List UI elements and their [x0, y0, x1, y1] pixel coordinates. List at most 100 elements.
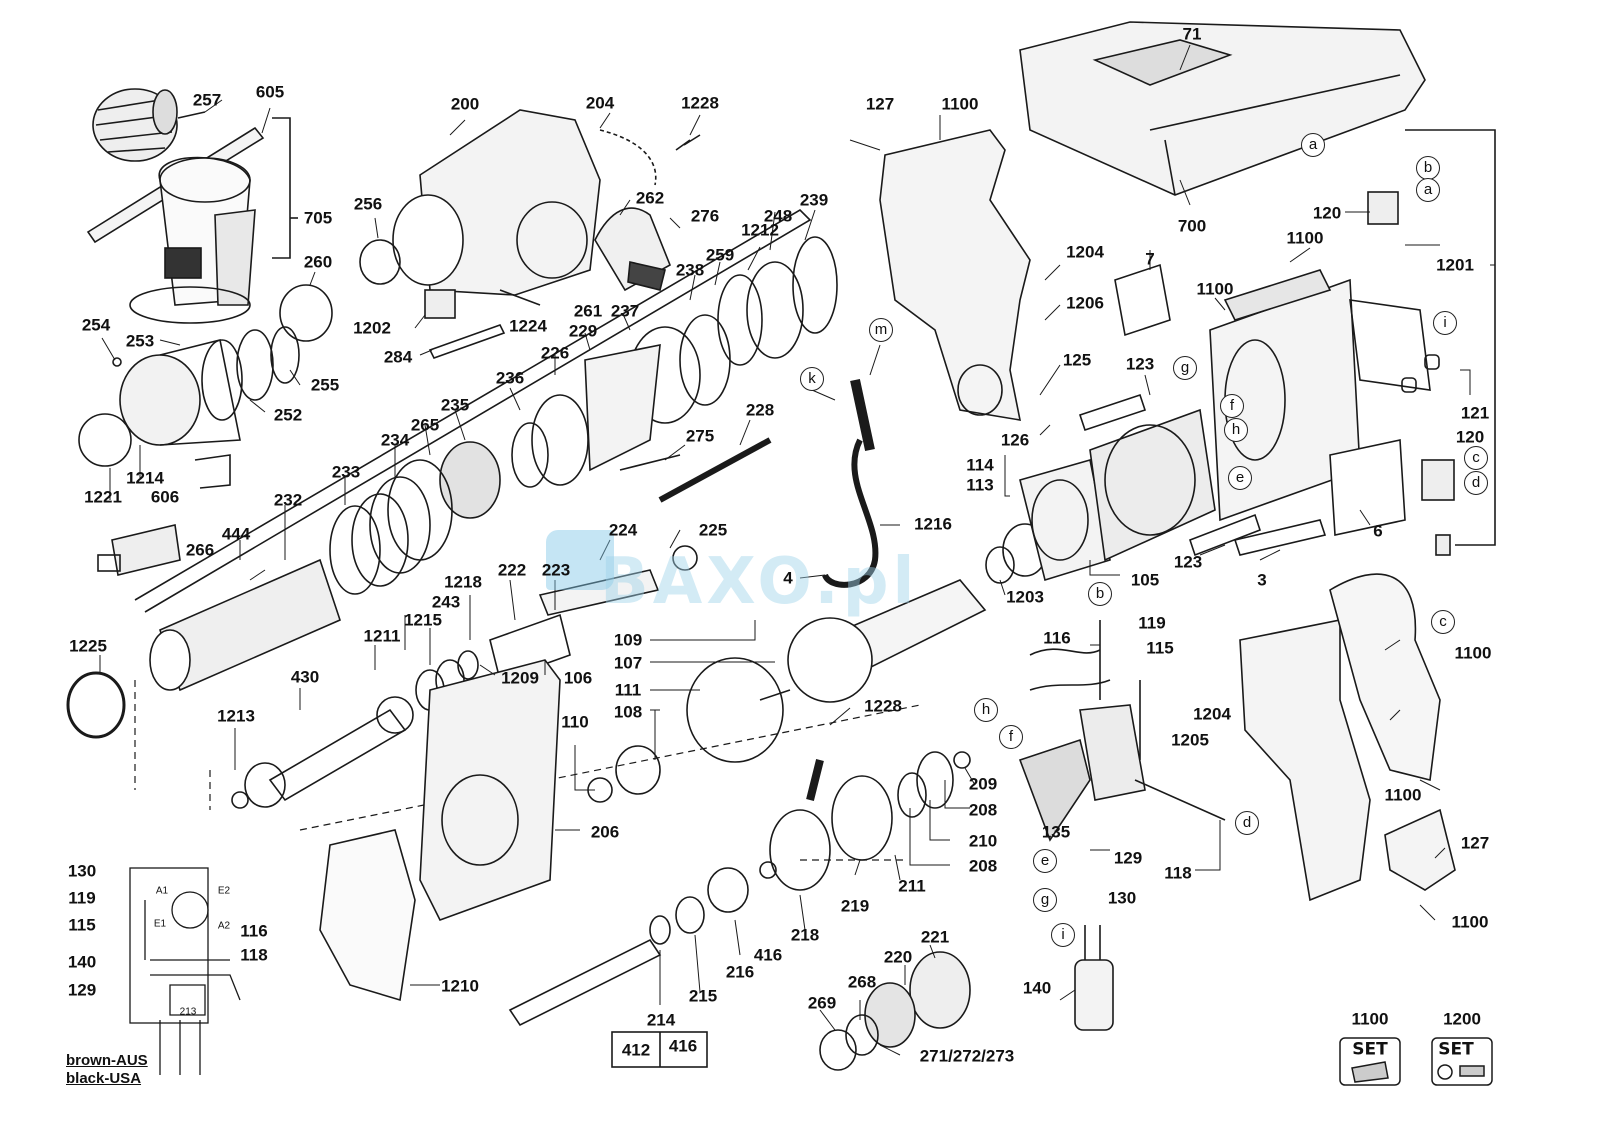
part-label: 220: [883, 947, 913, 967]
stator-drawing: [1019, 269, 1431, 582]
part-label: 1100: [941, 94, 979, 114]
part-label: 127: [865, 94, 895, 114]
part-label: 108: [613, 702, 643, 722]
part-label: 1100: [1451, 912, 1489, 932]
tool-holder-drawing: [78, 326, 300, 489]
part-label: 261: [573, 301, 603, 321]
part-label: 219: [840, 896, 870, 916]
part-label: 269: [807, 993, 837, 1013]
legend-black: black-USA: [66, 1070, 142, 1087]
auxiliary-handle-drawing: [86, 117, 298, 324]
part-label: 206: [590, 822, 620, 842]
part-label: 222: [497, 560, 527, 580]
set-text: SET: [1352, 1039, 1388, 1060]
part-label: 275: [685, 426, 715, 446]
switch-drawing: [1018, 620, 1226, 842]
part-label: 225: [698, 520, 728, 540]
part-label: 271/272/273: [919, 1046, 1015, 1066]
wiring-label: 130: [67, 861, 97, 881]
part-label: 1211: [363, 626, 401, 646]
part-label: 606: [150, 487, 180, 507]
part-label: 106: [563, 668, 593, 688]
part-label: 243: [431, 592, 461, 612]
connection-letter: a: [1416, 178, 1440, 202]
intermediate-flange-drawing: [419, 659, 561, 921]
part-label: 1224: [509, 316, 547, 336]
wiring-label: 115: [68, 915, 96, 935]
part-label: 127: [1460, 833, 1490, 853]
part-label: 1204: [1193, 704, 1231, 724]
part-label: 120: [1455, 427, 1485, 447]
part-label: 208: [968, 800, 998, 820]
part-label: 109: [613, 630, 643, 650]
part-label: 209: [968, 774, 998, 794]
part-label: 254: [81, 315, 111, 335]
wiring-terminal-label: A2: [217, 920, 231, 932]
part-label: 6: [1373, 521, 1383, 541]
part-label: 239: [799, 190, 829, 210]
set-number: 1200: [1443, 1009, 1481, 1029]
connection-letter: g: [1173, 356, 1197, 380]
part-label: 1228: [864, 696, 902, 716]
part-label: 71: [1182, 24, 1202, 44]
gear-set-drawing: [819, 951, 971, 1071]
watermark-logo-icon: [546, 530, 614, 590]
part-label: 119: [1138, 613, 1166, 633]
wiring-terminal-label: A1: [155, 885, 169, 897]
connection-letter: g: [1033, 888, 1057, 912]
output-shaft-drawing: [508, 751, 971, 1027]
part-label: 1204: [1066, 242, 1104, 262]
part-label: 229: [568, 321, 598, 341]
set-number: 1100: [1351, 1009, 1389, 1029]
part-label: 1100: [1384, 785, 1422, 805]
part-label: 262: [635, 188, 665, 208]
part-label: 284: [383, 347, 413, 367]
part-label: 259: [705, 245, 735, 265]
clutch-assembly-drawing: [134, 208, 838, 692]
part-label: 430: [290, 667, 320, 687]
part-label: 253: [125, 331, 155, 351]
part-label: 107: [613, 653, 643, 673]
part-label: 237: [610, 301, 640, 321]
part-label: 218: [790, 925, 820, 945]
part-label: 1201: [1436, 255, 1474, 275]
part-label: 215: [688, 986, 718, 1006]
connection-letter: a: [1301, 133, 1325, 157]
part-label: 120: [1312, 203, 1342, 223]
part-label: 221: [920, 927, 950, 947]
part-label: 126: [1000, 430, 1030, 450]
part-label: 235: [440, 395, 470, 415]
connection-letter: f: [999, 725, 1023, 749]
connection-letter: d: [1235, 811, 1259, 835]
part-label: 214: [646, 1010, 676, 1030]
selector-drawing: [424, 129, 701, 359]
part-label: 1212: [741, 220, 779, 240]
set-text: SET: [1438, 1039, 1474, 1060]
part-label: 255: [310, 375, 340, 395]
part-label: 248: [763, 206, 793, 226]
part-label: 105: [1130, 570, 1160, 590]
part-label: 1100: [1454, 643, 1492, 663]
connection-letter: e: [1033, 849, 1057, 873]
carry-case-drawing: [1019, 21, 1426, 196]
part-label: 233: [331, 462, 361, 482]
watermark-text: BAXO.pl: [600, 545, 919, 619]
connection-letter: f: [1220, 394, 1244, 418]
part-label: 232: [273, 490, 303, 510]
connection-letter: h: [974, 698, 998, 722]
connection-letter: m: [869, 318, 893, 342]
part-label: 1214: [126, 468, 164, 488]
wiring-terminal-label: E2: [217, 885, 231, 897]
part-label: 705: [303, 208, 333, 228]
part-label: 129: [1113, 848, 1143, 868]
part-label: 256: [353, 194, 383, 214]
wiring-label: 140: [67, 952, 97, 972]
connection-letter: b: [1416, 156, 1440, 180]
part-label: 236: [495, 368, 525, 388]
wiring-terminal-label: E1: [153, 918, 167, 930]
connection-letter: i: [1051, 923, 1075, 947]
part-label: 252: [273, 405, 303, 425]
gear-housing-drawing: [392, 109, 601, 306]
part-label: 1228: [681, 93, 719, 113]
part-label: 226: [540, 343, 570, 363]
